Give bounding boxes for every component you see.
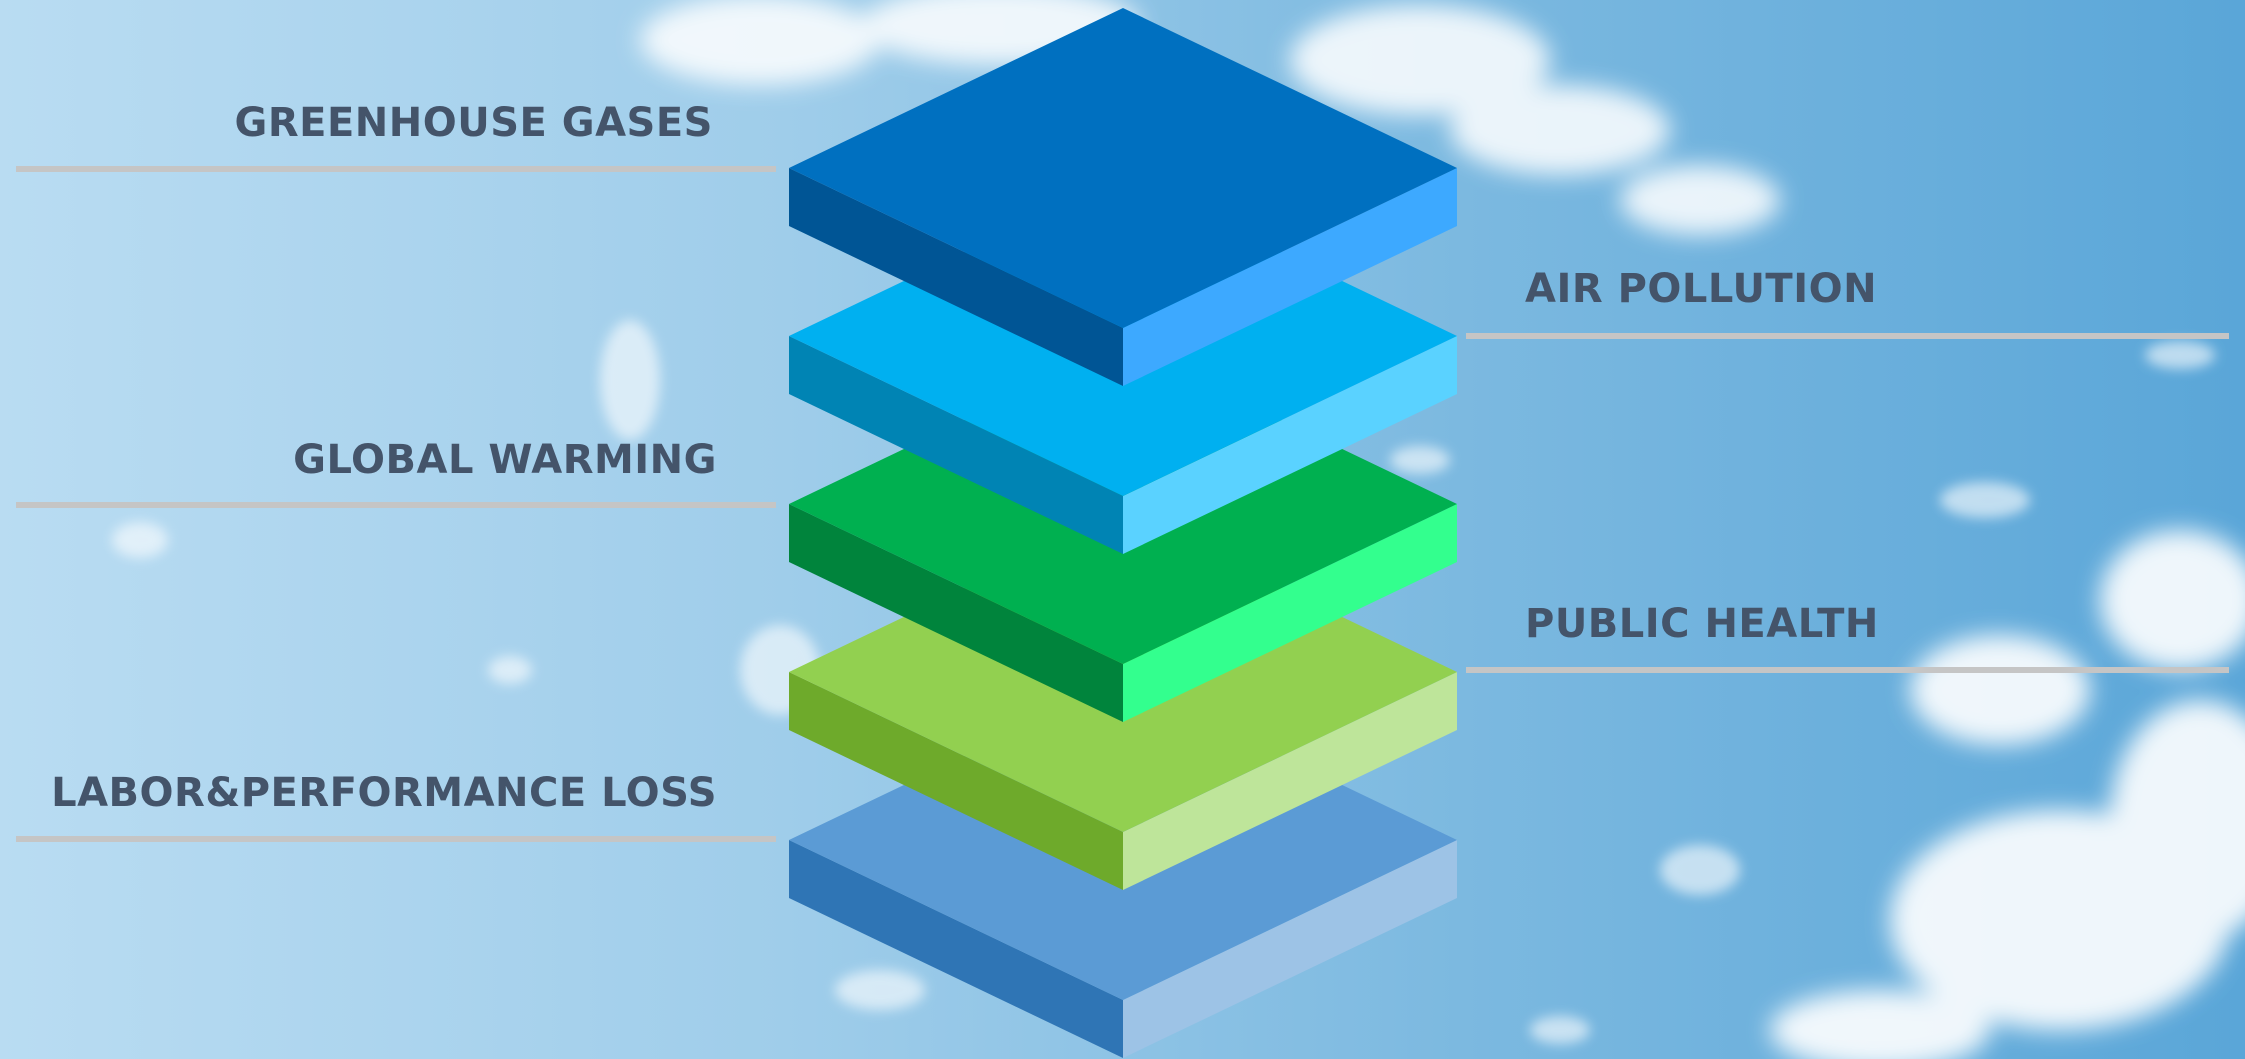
label-labor-performance-loss: LABOR&PERFORMANCE LOSS (51, 770, 717, 816)
label-air-pollution: AIR POLLUTION (1525, 266, 1878, 312)
layer-1-right-face (1123, 168, 1457, 386)
rule-labor-performance-loss (16, 836, 776, 842)
layer-5-right-face (1123, 840, 1457, 1058)
layer-3-right-face (1123, 504, 1457, 722)
rule-public-health (1466, 667, 2229, 673)
layer-5-left-face (789, 840, 1123, 1058)
layer-2-right-face (1123, 336, 1457, 554)
label-global-warming: GLOBAL WARMING (293, 437, 717, 483)
label-greenhouse-gases: GREENHOUSE GASES (234, 100, 713, 146)
layer-1-left-face (789, 168, 1123, 386)
layer-2-left-face (789, 336, 1123, 554)
rule-global-warming (16, 502, 776, 508)
layer-3-left-face (789, 504, 1123, 722)
layer-4-left-face (789, 672, 1123, 890)
layer-1-top-face (789, 8, 1457, 328)
rule-greenhouse-gases (16, 166, 776, 172)
layer-1 (789, 8, 1457, 386)
rule-air-pollution (1466, 333, 2229, 339)
layer-4-right-face (1123, 672, 1457, 890)
label-public-health: PUBLIC HEALTH (1525, 601, 1879, 647)
